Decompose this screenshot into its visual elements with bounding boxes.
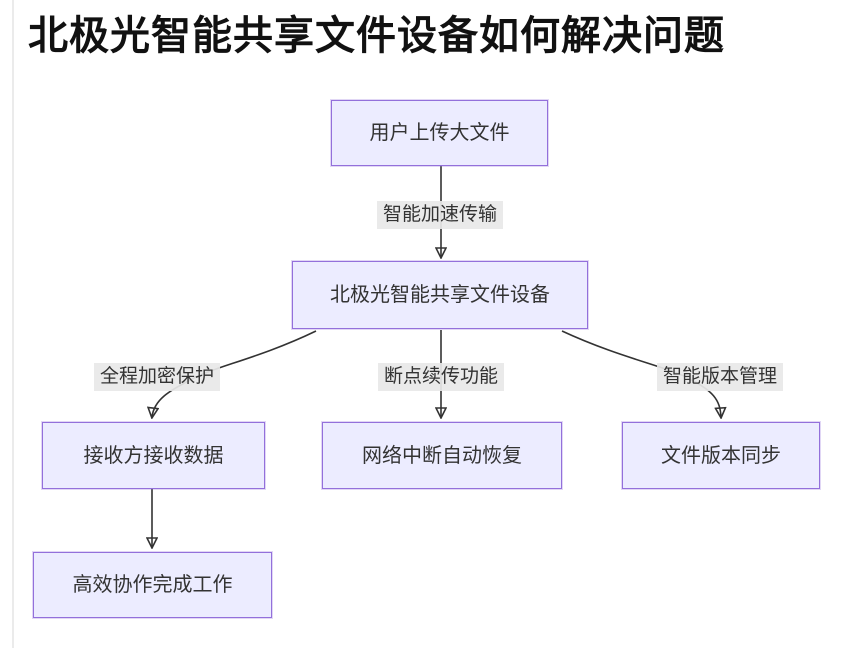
node-receiver-data: 接收方接收数据 [42,422,265,489]
left-border-line [12,0,14,648]
edge-label-version: 智能版本管理 [657,363,784,391]
node-label: 接收方接收数据 [83,444,224,467]
edge-label-encrypt: 全程加密保护 [94,363,221,391]
node-label: 网络中断自动恢复 [362,444,522,467]
node-label: 高效协作完成工作 [72,574,233,596]
node-version-sync: 文件版本同步 [622,422,820,489]
node-label: 文件版本同步 [661,444,781,467]
node-collaboration-work: 高效协作完成工作 [33,552,272,618]
edge-label-accelerate: 智能加速传输 [377,201,504,229]
node-label: 用户上传大文件 [369,122,510,144]
node-user-upload: 用户上传大文件 [331,100,548,166]
node-network-recover: 网络中断自动恢复 [322,422,562,489]
node-share-device: 北极光智能共享文件设备 [292,261,588,329]
edge-label-resume: 断点续传功能 [378,363,505,391]
node-label: 北极光智能共享文件设备 [330,284,550,306]
page-title: 北极光智能共享文件设备如何解决问题 [28,14,725,58]
